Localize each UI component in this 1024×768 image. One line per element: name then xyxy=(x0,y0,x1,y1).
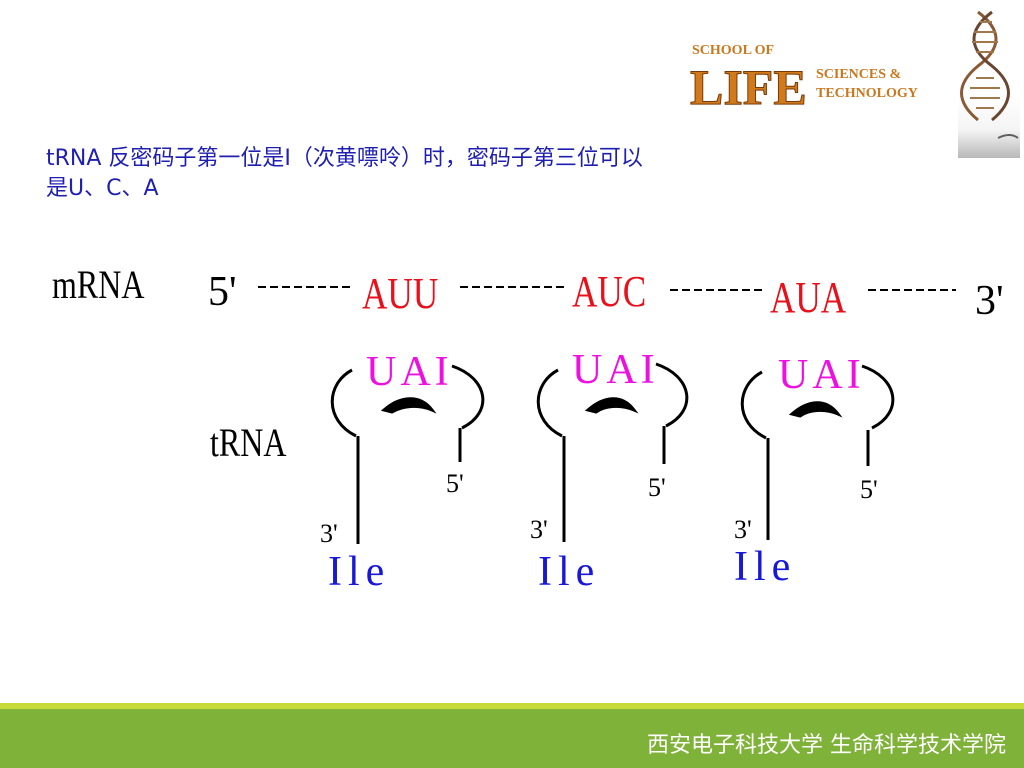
school-logo: SCHOOL OF LIFE SCIENCES & TECHNOLOGY xyxy=(690,43,918,110)
wobble-arrow-1 xyxy=(380,397,437,414)
footer-institution: 西安电子科技大学 生命科学技术学院 xyxy=(647,733,1006,758)
trna-1-five-prime: 5' xyxy=(446,469,464,498)
logo-life: LIFE xyxy=(690,59,807,110)
trna-2-three-prime: 3' xyxy=(530,515,548,544)
wobble-diagram: mRNA 5' 3' AUU AUC AUA tRNA UAI 5' 3' Il… xyxy=(52,263,1004,595)
anticodon-2: UAI xyxy=(572,347,659,393)
trna-label: tRNA xyxy=(210,421,286,465)
heading: tRNA 反密码子第一位是I（次黄嘌呤）时，密码子第三位可以 是U、C、A xyxy=(46,144,946,204)
logo-school-of: SCHOOL OF xyxy=(692,43,774,58)
trna-2: UAI 5' 3' Ile xyxy=(530,347,689,595)
trna-3-three-prime: 3' xyxy=(734,515,752,544)
anticodon-1: UAI xyxy=(366,349,453,395)
amino-acid-3: Ile xyxy=(734,544,796,590)
footer-divider xyxy=(0,703,1024,709)
wobble-arrow-3 xyxy=(788,401,843,418)
trna-1: UAI 5' 3' Ile xyxy=(320,349,485,595)
trna-3-five-prime: 5' xyxy=(860,475,878,504)
mrna-backbone xyxy=(258,286,956,291)
amino-acid-2: Ile xyxy=(538,549,600,595)
mrna-three-prime: 3' xyxy=(975,278,1004,324)
logo-sciences: SCIENCES & xyxy=(816,67,901,82)
heading-line-2: 是U、C、A xyxy=(46,176,159,201)
codon-3: AUA xyxy=(770,272,846,322)
footer-bar: 西安电子科技大学 生命科学技术学院 xyxy=(0,709,1024,768)
anticodon-3: UAI xyxy=(778,352,865,398)
codon-1: AUU xyxy=(362,268,438,318)
mrna-five-prime: 5' xyxy=(208,269,237,315)
trna-3: UAI 5' 3' Ile xyxy=(734,352,895,590)
trna-2-five-prime: 5' xyxy=(648,473,666,502)
amino-acid-1: Ile xyxy=(328,549,390,595)
logo-technology: TECHNOLOGY xyxy=(816,86,918,101)
trna-1-three-prime: 3' xyxy=(320,519,338,548)
codon-2: AUC xyxy=(572,266,646,316)
wobble-arrow-2 xyxy=(584,397,639,414)
heading-line-1: tRNA 反密码子第一位是I（次黄嘌呤）时，密码子第三位可以 xyxy=(46,146,643,171)
mrna-label: mRNA xyxy=(52,263,144,307)
dna-helix-icon xyxy=(958,10,1020,158)
